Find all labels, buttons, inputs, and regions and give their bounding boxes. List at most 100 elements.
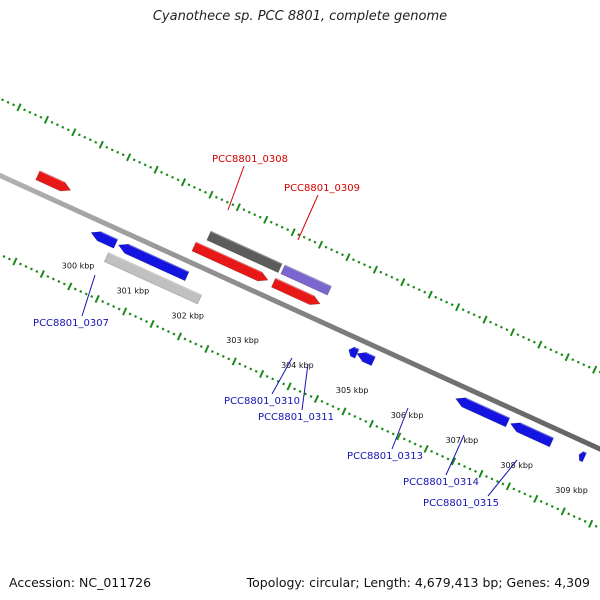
gene-highlight bbox=[108, 251, 203, 296]
reverse-tick-row-major-tick bbox=[231, 357, 237, 366]
reverse-tick-row-minor-tick bbox=[298, 389, 302, 393]
reverse-tick-row-minor-tick bbox=[29, 267, 33, 271]
gene-label[interactable]: PCC8801_0313 bbox=[347, 451, 423, 462]
forward-tick-row-minor-tick bbox=[505, 328, 509, 332]
forward-tick-row-minor-tick bbox=[83, 135, 87, 139]
reverse-tick-row-minor-tick bbox=[112, 305, 116, 308]
gene-feature[interactable] bbox=[191, 240, 270, 285]
reverse-tick-row-minor-tick bbox=[457, 462, 461, 466]
gene-feature[interactable] bbox=[103, 251, 203, 305]
reverse-tick-row-minor-tick bbox=[238, 362, 242, 366]
gene-highlight bbox=[354, 346, 360, 351]
forward-tick-row-minor-tick bbox=[341, 253, 344, 257]
reverse-tick-row-minor-tick bbox=[282, 382, 286, 386]
reverse-tick-row-minor-tick bbox=[51, 277, 55, 281]
reverse-tick-row-major-tick bbox=[286, 382, 292, 391]
reverse-tick-row-minor-tick bbox=[550, 504, 554, 508]
forward-tick-row-major-tick bbox=[345, 253, 351, 262]
gene-feature[interactable] bbox=[454, 394, 511, 428]
gene-label-leader bbox=[445, 434, 465, 476]
forward-tick-row-minor-tick bbox=[50, 120, 54, 124]
forward-tick-row-minor-tick bbox=[439, 298, 443, 302]
forward-tick-row-minor-tick bbox=[110, 148, 114, 152]
gene-feature[interactable] bbox=[508, 419, 555, 448]
gene-feature[interactable] bbox=[271, 277, 322, 308]
reverse-tick-row-major-tick bbox=[341, 407, 347, 416]
forward-tick-row-minor-tick bbox=[192, 185, 196, 189]
gene-label-leader bbox=[391, 407, 409, 450]
genome-backbone bbox=[0, 172, 600, 452]
gene-feature[interactable] bbox=[116, 240, 190, 282]
reverse-tick-row-minor-tick bbox=[221, 354, 225, 358]
forward-tick-row-minor-tick bbox=[478, 315, 482, 319]
forward-tick-row-major-tick bbox=[509, 328, 516, 337]
reverse-tick-row-minor-tick bbox=[183, 337, 187, 341]
gene-shape bbox=[455, 397, 511, 428]
gene-feature[interactable] bbox=[89, 228, 119, 249]
gene-shape bbox=[90, 231, 119, 249]
gene-shape bbox=[578, 451, 587, 463]
forward-tick-row-minor-tick bbox=[390, 275, 394, 279]
forward-tick-row-minor-tick bbox=[313, 240, 317, 244]
reverse-tick-row-minor-tick bbox=[117, 307, 121, 311]
gene-label[interactable]: PCC8801_0315 bbox=[423, 498, 499, 509]
ruler-label: 300 kbp bbox=[62, 261, 95, 270]
genome-summary-text: Topology: circular; Length: 4,679,413 bp… bbox=[246, 575, 590, 590]
forward-tick-row-minor-tick bbox=[467, 310, 471, 314]
gene-label[interactable]: PCC8801_0308 bbox=[212, 154, 288, 165]
forward-tick-row-minor-tick bbox=[395, 278, 399, 282]
reverse-tick-row-minor-tick bbox=[441, 454, 445, 458]
gene-label[interactable]: PCC8801_0311 bbox=[258, 412, 334, 423]
gene-feature[interactable] bbox=[35, 169, 73, 195]
reverse-tick-row-minor-tick bbox=[172, 332, 176, 336]
forward-tick-row-minor-tick bbox=[242, 208, 246, 212]
forward-tick-row-major-tick bbox=[427, 290, 433, 299]
gene-label-leader bbox=[487, 459, 518, 497]
gene-label-leader bbox=[271, 357, 293, 395]
reverse-tick-row-major-tick bbox=[560, 507, 566, 516]
reverse-tick-row-major-tick bbox=[396, 432, 402, 441]
reverse-tick-row-minor-tick bbox=[73, 287, 77, 291]
gene-feature[interactable] bbox=[280, 263, 332, 296]
forward-tick-row-minor-tick bbox=[280, 225, 284, 229]
gene-label-layer: PCC8801_0308PCC8801_0309PCC8801_0307PCC8… bbox=[33, 154, 518, 509]
forward-tick-row-minor-tick bbox=[203, 190, 207, 194]
gene-feature[interactable] bbox=[577, 450, 587, 463]
gene-feature[interactable] bbox=[206, 230, 283, 274]
forward-tick-row-major-tick bbox=[400, 278, 406, 287]
reverse-tick-row-minor-tick bbox=[304, 392, 308, 396]
reverse-tick-row-major-tick bbox=[176, 332, 183, 341]
forward-tick-row-minor-tick bbox=[560, 353, 564, 357]
forward-tick-row-minor-tick bbox=[121, 153, 125, 157]
reverse-tick-row-minor-tick bbox=[419, 444, 423, 448]
forward-tick-row-minor-tick bbox=[417, 288, 421, 292]
gene-feature[interactable] bbox=[355, 349, 376, 367]
reverse-tick-row-major-tick bbox=[67, 282, 73, 291]
reverse-tick-row-minor-tick bbox=[391, 432, 395, 436]
reverse-tick-row-minor-tick bbox=[18, 262, 22, 266]
forward-tick-row-minor-tick bbox=[450, 303, 454, 307]
gene-label[interactable]: PCC8801_0310 bbox=[224, 396, 300, 407]
gene-label[interactable]: PCC8801_0307 bbox=[33, 318, 109, 329]
reverse-tick-row-minor-tick bbox=[468, 467, 472, 471]
reverse-tick-row-minor-tick bbox=[101, 300, 105, 303]
gene-highlight bbox=[465, 396, 511, 419]
reverse-tick-row-minor-tick bbox=[194, 342, 198, 346]
forward-tick-row-major-tick bbox=[537, 340, 543, 349]
reverse-tick-row-minor-tick bbox=[216, 352, 220, 356]
gene-feature[interactable] bbox=[347, 345, 360, 359]
ruler-label: 308 kbp bbox=[500, 461, 533, 470]
ruler-label: 305 kbp bbox=[336, 386, 369, 395]
reverse-tick-row-minor-tick bbox=[325, 402, 329, 406]
reverse-tick-row-minor-tick bbox=[386, 429, 390, 433]
reverse-tick-row-minor-tick bbox=[353, 414, 357, 418]
gene-label[interactable]: PCC8801_0309 bbox=[284, 183, 360, 194]
ruler-label: 301 kbp bbox=[117, 286, 150, 295]
forward-tick-row-minor-tick bbox=[55, 123, 59, 127]
reverse-tick-row-minor-tick bbox=[254, 369, 258, 373]
gene-label[interactable]: PCC8801_0314 bbox=[403, 477, 479, 488]
reverse-tick-row-major-tick bbox=[450, 457, 457, 466]
forward-tick-row-minor-tick bbox=[66, 128, 70, 132]
forward-tick-row-minor-tick bbox=[434, 295, 438, 299]
